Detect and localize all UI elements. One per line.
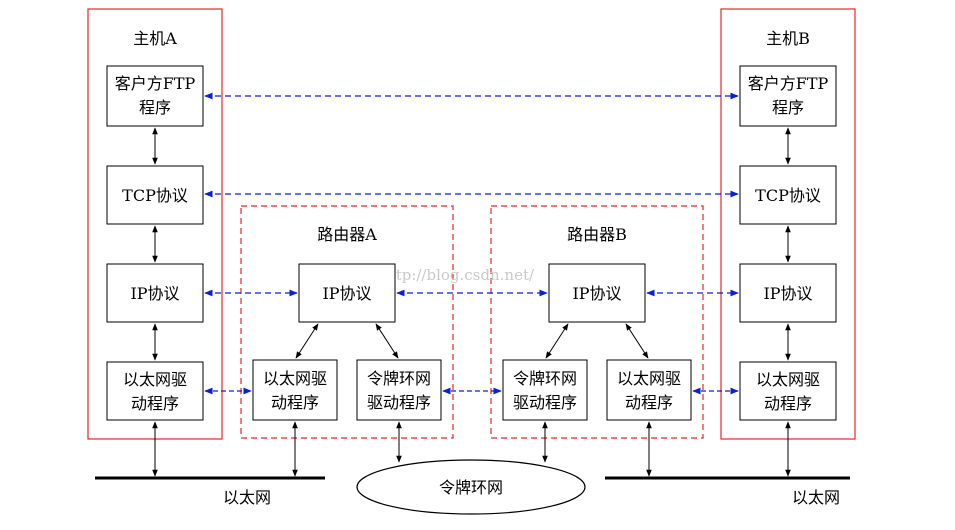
router-a-eth-line2: 动程序 [271, 393, 319, 412]
router-a-token-line1: 令牌环网 [367, 369, 431, 388]
router-b-title: 路由器B [567, 225, 627, 244]
router-a-ip-token-arrow [375, 323, 399, 359]
watermark: http://blog.csdn.net/ [380, 266, 535, 284]
host-a-eth-line1: 以太网驱 [123, 370, 187, 389]
router-b-eth-driver-box [606, 359, 692, 421]
router-a-eth-line1: 以太网驱 [263, 369, 327, 388]
router-b-token-driver-box [502, 359, 588, 421]
host-a-eth-line2: 动程序 [131, 394, 179, 413]
host-a-ftp-line2: 程序 [139, 98, 171, 117]
host-b-tcp-box [739, 165, 837, 225]
host-b-ip-box [739, 263, 837, 323]
token-ring-label: 令牌环网 [439, 478, 503, 497]
router-b-ip-box [548, 263, 646, 323]
router-b-eth-line2: 动程序 [625, 393, 673, 412]
host-b-ip-label: IP协议 [763, 284, 812, 303]
ethernet-left-label: 以太网 [223, 488, 271, 507]
host-b-eth-line1: 以太网驱 [756, 370, 820, 389]
token-ring-ellipse [356, 459, 586, 515]
host-a-title: 主机A [133, 29, 177, 48]
host-b-title: 主机B [766, 29, 810, 48]
host-a-eth-driver-box [106, 361, 204, 421]
host-a-ftp-box [106, 65, 204, 127]
router-b-token-line1: 令牌环网 [513, 369, 577, 388]
host-b-eth-line2: 动程序 [764, 394, 812, 413]
router-b-token-line2: 驱动程序 [513, 393, 577, 412]
host-b-eth-driver-box [739, 361, 837, 421]
host-a-ftp-line1: 客户方FTP [115, 74, 196, 93]
host-b-ftp-line2: 程序 [772, 98, 804, 117]
host-b-tcp-label: TCP协议 [755, 186, 821, 205]
router-a-ip-box [298, 263, 396, 323]
router-a-token-driver-box [356, 359, 442, 421]
host-a-tcp-label: TCP协议 [122, 186, 188, 205]
host-b-ftp-line1: 客户方FTP [748, 74, 829, 93]
router-b-eth-line1: 以太网驱 [617, 369, 681, 388]
router-b-ip-token-arrow [545, 323, 569, 359]
host-a-ip-label: IP协议 [130, 284, 179, 303]
router-b-ip-label: IP协议 [572, 284, 621, 303]
router-b-container [490, 205, 704, 439]
router-a-token-line2: 驱动程序 [367, 393, 431, 412]
router-a-eth-driver-box [252, 359, 338, 421]
host-a-tcp-box [106, 165, 204, 225]
router-a-ip-eth-arrow [295, 323, 319, 359]
host-a-ip-box [106, 263, 204, 323]
ethernet-right-label: 以太网 [792, 488, 840, 507]
router-a-ip-label: IP协议 [322, 284, 371, 303]
router-b-ip-eth-arrow [625, 323, 649, 359]
router-a-container [240, 205, 454, 439]
router-a-title: 路由器A [317, 225, 377, 244]
host-b-ftp-box [739, 65, 837, 127]
